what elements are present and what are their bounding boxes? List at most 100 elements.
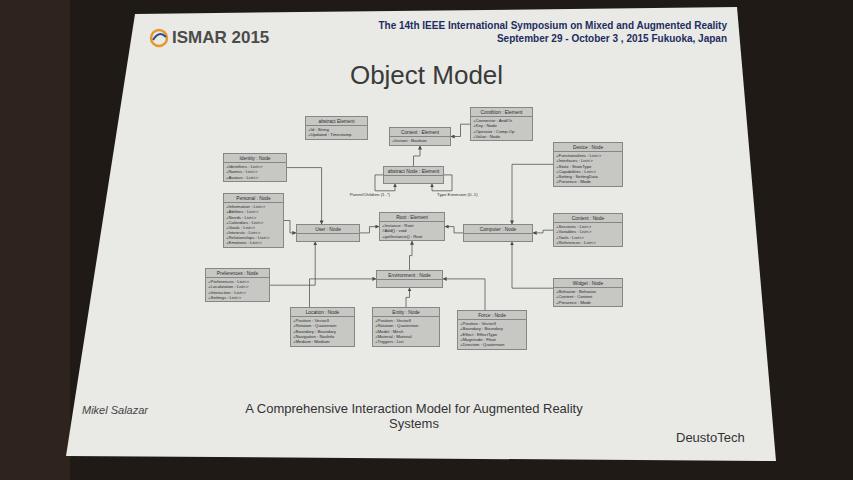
class-box: Computer : Node [463, 224, 533, 242]
class-attribute: +Information : List<> [226, 204, 281, 209]
association-line [451, 124, 470, 136]
class-name: Context : Element [390, 128, 450, 136]
class-attribute: +getInstance() : Root [382, 234, 442, 239]
association-line [410, 241, 413, 270]
class-attribute: +Names : List<> [226, 169, 284, 174]
class-attribute: +Identifiers : List<> [226, 164, 284, 169]
attribute-compartment: +Instant : Boolean [390, 136, 450, 145]
class-attribute: +Rotation : Quaternion [375, 323, 437, 328]
class-name: abstract Element [306, 117, 367, 125]
class-box: Condition : Element+Connector : And/Or+K… [470, 107, 533, 141]
class-attribute: +Value : Node [473, 134, 530, 139]
class-attribute: +Interaction : List<> [208, 290, 267, 295]
class-attribute: +Emotions : List<> [226, 240, 281, 245]
class-attribute: +Navigation : NavInfo [293, 334, 352, 339]
attribute-compartment [464, 233, 532, 241]
multiplicity-label: Type Extension (0..1) [436, 193, 479, 198]
class-box: Personal : Node+Information : List<>+Abi… [223, 193, 284, 248]
institution-name: DeustoTech [676, 431, 745, 446]
association-line [284, 221, 296, 233]
attribute-compartment: +Connector : And/Or+Key : Node+Operator … [471, 116, 532, 140]
class-attribute: +Key : Node [473, 123, 530, 128]
attribute-compartment: +Position : Vector3+Rotation : Quaternio… [291, 316, 354, 345]
class-attribute: +Position : Vector3 [293, 318, 352, 323]
class-attribute: +Sessions : List<> [556, 224, 620, 229]
class-name: Device : Node [554, 143, 622, 151]
class-box: abstract Node : Element [383, 166, 444, 184]
class-box: Context : Element +Instant : Boolean [389, 127, 451, 146]
class-name: Widget : Node [554, 279, 622, 287]
class-attribute: +Rotation : Quaternion [293, 323, 352, 328]
author-name: Mikel Salazar [82, 404, 148, 417]
class-attribute: +Updated : Timestamp [308, 132, 365, 137]
class-attribute: +Direction : Quaternion [460, 342, 524, 347]
class-attribute: +Relationships : List<> [226, 235, 281, 240]
class-name: abstract Node : Element [384, 167, 443, 175]
class-box: abstract Element+Id : String+Updated : T… [305, 116, 368, 140]
class-attribute: +Boundary : Boundary [293, 329, 352, 334]
class-attribute: +Setting : SettingData [556, 174, 620, 179]
logo-icon [151, 30, 167, 46]
class-name: Content : Node [554, 214, 622, 222]
class-attribute: +Settings : List<> [208, 295, 267, 300]
attribute-compartment [384, 175, 443, 183]
association-line [287, 168, 322, 224]
class-box: Location : Node+Position : Vector3+Rotat… [290, 307, 355, 347]
class-attribute: +Localization : List<> [208, 284, 267, 289]
logo-swirl [153, 34, 166, 40]
association-line [406, 288, 410, 307]
class-attribute: +Goals : List<> [226, 225, 281, 230]
class-attribute: +Variables : List<> [556, 229, 620, 234]
class-attribute: +Instant : Boolean [392, 138, 448, 143]
logo-ring [151, 30, 167, 46]
class-attribute: +Connector : And/Or [473, 118, 530, 123]
class-attribute: +Magnitude : Float [460, 337, 524, 342]
class-box: Preferences : Node+Preferences : List<>+… [205, 268, 270, 302]
class-attribute: +Material : Material [375, 334, 437, 339]
logo-text: ISMAR 2015 [172, 28, 269, 48]
class-attribute: +Interfaces : List<> [556, 158, 620, 163]
class-box: User : Node [296, 224, 360, 242]
class-name: Force : Node [458, 311, 526, 319]
association-line [533, 230, 553, 233]
association-line [414, 146, 421, 166]
class-attribute: +Preferences : List<> [208, 279, 267, 284]
slide-title: Object Model [0, 60, 853, 91]
attribute-compartment: +Behavior : Behavior+Content : Content+P… [554, 287, 622, 306]
attribute-compartment: +Identifiers : List<>+Names : List<>+Ava… [224, 162, 286, 181]
class-name: Preferences : Node [206, 269, 269, 277]
class-attribute: +Position : Vector3 [460, 321, 524, 326]
class-attribute: +Interests : List<> [226, 230, 281, 235]
association-line [512, 242, 553, 288]
attribute-compartment: +Information : List<>+Abilities : List<>… [224, 202, 283, 247]
attribute-compartment [377, 279, 442, 287]
class-attribute: +Calendars : List<> [226, 220, 281, 225]
class-attribute: +Behavior : Behavior [556, 289, 620, 294]
attribute-compartment: +Preferences : List<>+Localization : Lis… [206, 277, 269, 301]
class-attribute: +Tools : List<> [556, 235, 620, 240]
class-box: Environment : Node [376, 270, 443, 288]
multiplicity-label: Parent/Children (1..*) [349, 193, 391, 198]
class-attribute: +Capabilities : List<> [556, 169, 620, 174]
class-name: Root : Element [380, 213, 444, 221]
class-box: Root : Element+Instance : Root#Add() : v… [379, 212, 445, 241]
conference-name: The 14th IEEE International Symposium on… [378, 20, 727, 32]
class-attribute: +Position : Vector3 [375, 318, 437, 323]
association-line [512, 164, 553, 224]
class-attribute: +References : List<> [556, 240, 620, 245]
class-box: Force : Node+Position : Vector3+Boundary… [457, 310, 527, 350]
class-attribute: +Avatars : List<> [226, 175, 284, 180]
class-name: Entity : Node [373, 308, 439, 316]
attribute-compartment: +Id : String+Updated : Timestamp [306, 125, 367, 139]
class-attribute: +Content : Content [556, 294, 620, 299]
class-box: Entity : Node +Position : Vector3+Rotatio… [372, 307, 440, 347]
conference-dates: September 29 - October 3 , 2015 Fukuoka,… [497, 33, 727, 45]
class-attribute: +State : StateType [556, 164, 620, 169]
class-name: Identity : Node [224, 154, 286, 162]
class-name: Environment : Node [377, 271, 442, 279]
class-attribute: +Operator : Comp.Op [473, 129, 530, 134]
class-attribute: +Triggers : List [375, 339, 437, 344]
class-name: User : Node [297, 225, 359, 233]
